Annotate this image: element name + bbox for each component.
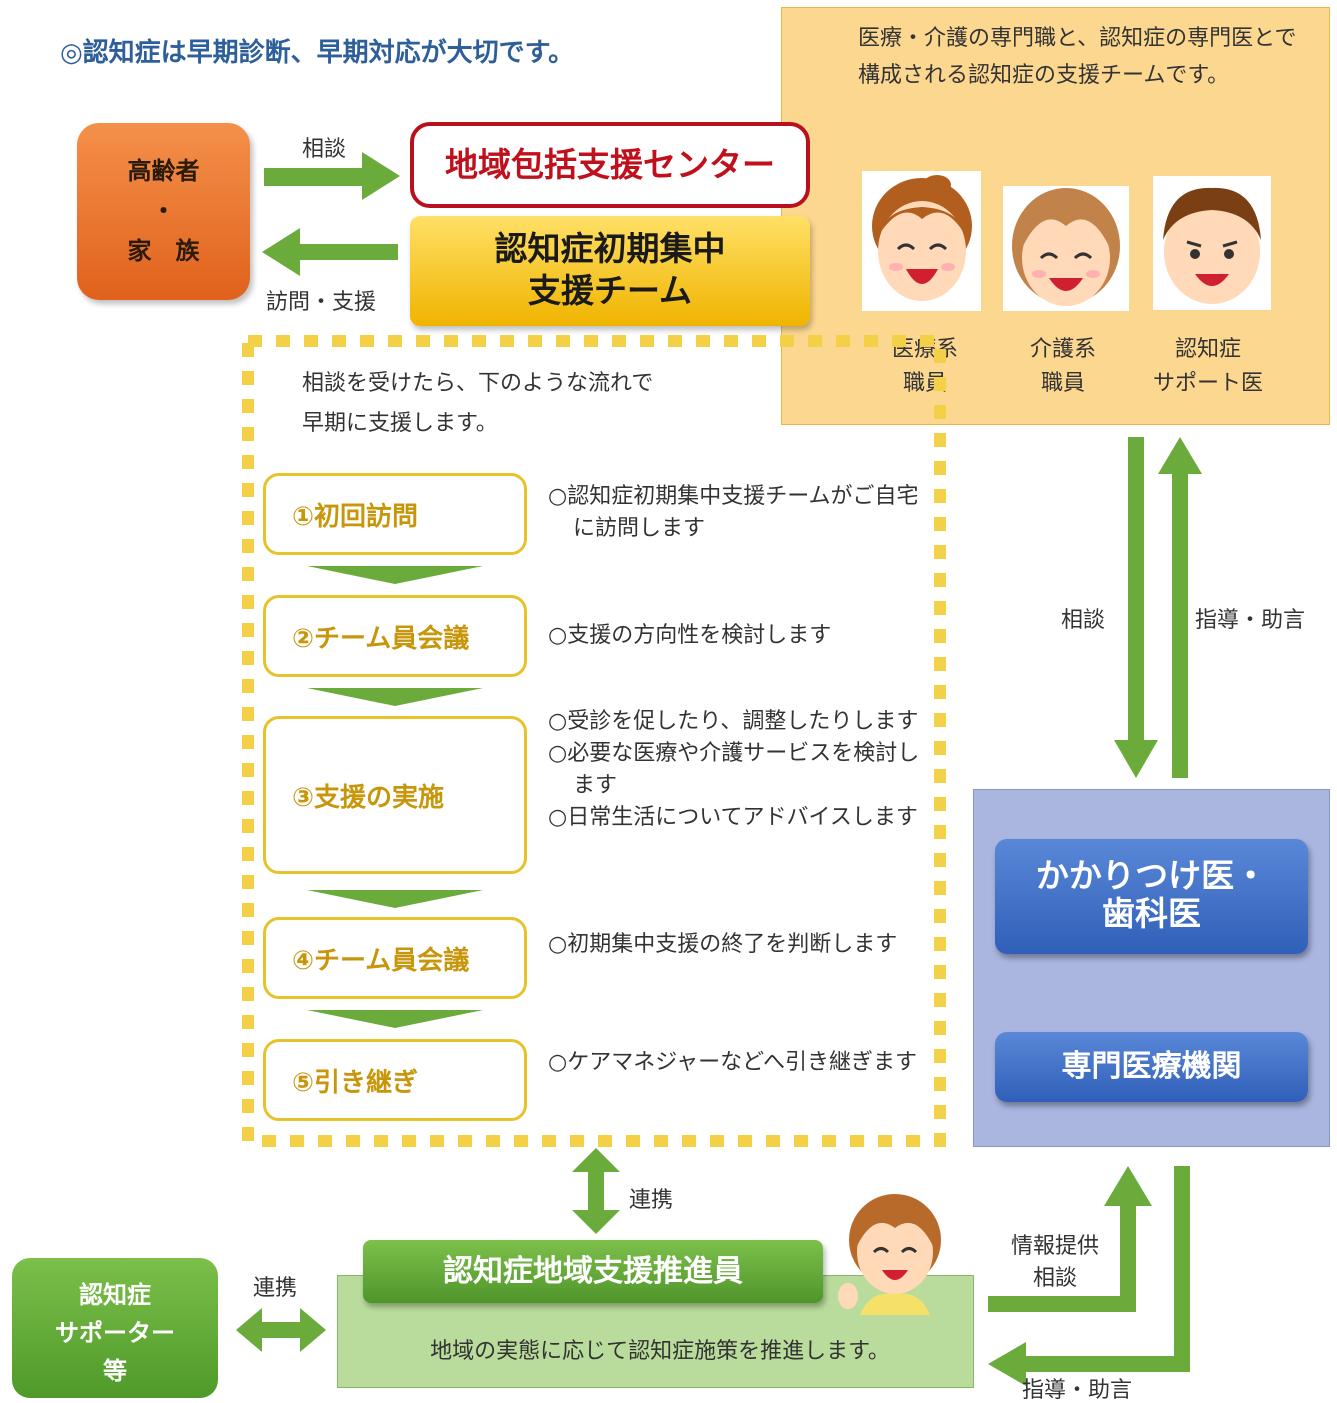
step-4-desc: ○初期集中支援の終了を判断します xyxy=(548,932,898,957)
step-chevron-3 xyxy=(307,890,483,908)
team-description: 医療・介護の専門職と、認知症の専門医とで構成される認知症の支援チームです。 xyxy=(858,26,1297,88)
elderly-family-box: 高齢者・家 族 xyxy=(77,123,250,300)
initial-intensive-support-team-box: 認知症初期集中支援チーム xyxy=(410,216,810,326)
step-chevron-2 xyxy=(307,688,483,706)
step-5-desc: ○ケアマネジャーなどへ引き継ぎます xyxy=(548,1050,917,1075)
male-doctor-face-icon xyxy=(1153,176,1271,310)
step-5-box: ⑤引き継ぎ xyxy=(263,1039,527,1121)
flow-intro-text: 相談を受けたら、下のような流れで早期に支援します。 xyxy=(302,371,654,436)
step-2-desc: ○支援の方向性を検討します xyxy=(548,623,832,648)
promoter-description: 地域の実態に応じて認知症施策を推進します。 xyxy=(430,1339,890,1364)
page-title: ◎認知症は早期診断、早期対応が大切です。 xyxy=(60,38,575,68)
step-3-desc: ○受診を促したり、調整したりします○必要な医療や介護サービスを検討します○日常生… xyxy=(548,709,920,830)
step-chevron-1 xyxy=(307,566,483,584)
dementia-supporter-box: 認知症サポーター等 xyxy=(12,1258,218,1398)
step-chevron-4 xyxy=(307,1010,483,1028)
guidance-elbow-arrow xyxy=(988,1166,1190,1386)
up-arrow-guidance xyxy=(1158,437,1202,778)
coordination-horizontal-arrow xyxy=(236,1308,326,1352)
promoter-title: 認知症地域支援推進員 xyxy=(363,1240,823,1303)
step-1-desc: ○認知症初期集中支援チームがご自宅に訪問します xyxy=(548,484,919,541)
family-dentist-doctor-box: かかりつけ医・ 歯科医 xyxy=(995,839,1308,954)
down-arrow-consult xyxy=(1114,437,1158,778)
step-4-box: ④チーム員会議 xyxy=(263,917,527,999)
consult-right-arrow xyxy=(264,152,400,200)
bottom-guidance-label: 指導・助言 xyxy=(1022,1378,1133,1403)
female-staff-face-icon xyxy=(862,171,981,311)
promoter-woman-icon xyxy=(830,1190,960,1315)
coordination-horizontal-label: 連携 xyxy=(253,1276,298,1301)
specialist-medical-institution-box: 専門医療機関 xyxy=(995,1032,1308,1102)
right-guidance-label: 指導・助言 xyxy=(1195,608,1306,633)
coordination-vertical-label: 連携 xyxy=(629,1188,674,1213)
step-2-box: ②チーム員会議 xyxy=(263,595,527,677)
community-support-center-box: 地域包括支援センター xyxy=(410,122,810,208)
visit-left-arrow xyxy=(262,228,398,276)
info-consult-elbow-arrow xyxy=(988,1166,1152,1312)
visit-support-arrow-label: 訪問・支援 xyxy=(266,290,377,315)
step-3-box: ③支援の実施 xyxy=(263,716,527,874)
staff-care-label: 介護系職員 xyxy=(1029,337,1096,396)
female-caregiver-face-icon xyxy=(1003,186,1129,311)
coordination-vertical-arrow xyxy=(572,1148,620,1234)
staff-support-doctor-label: 認知症サポート医 xyxy=(1152,337,1263,396)
right-consult-label: 相談 xyxy=(1061,608,1106,633)
consult-arrow-label: 相談 xyxy=(302,137,347,162)
info-provision-consult-label: 情報提供相談 xyxy=(1010,1234,1099,1291)
flow-dotted-frame xyxy=(242,335,946,1147)
step-1-box: ①初回訪問 xyxy=(263,473,527,555)
